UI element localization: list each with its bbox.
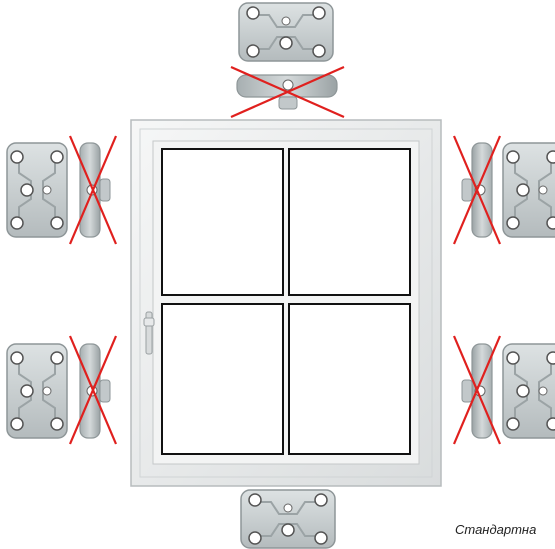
hinge-plate-icon-top <box>239 3 333 61</box>
glass-pane-top-right <box>289 149 410 295</box>
glass-pane-bottom-right <box>289 304 410 454</box>
hinge-plate-icon-left-upper <box>7 143 67 237</box>
hinge-plate-icon-bottom <box>241 490 335 548</box>
hinge-plate-icon-right-lower <box>503 344 555 438</box>
caption-text: Стандартна <box>455 522 536 537</box>
window-handle-icon <box>144 312 154 354</box>
hinge-plate-icon-left-lower <box>7 344 67 438</box>
hinge-plate-icon-right-upper <box>503 143 555 237</box>
glass-pane-top-left <box>162 149 283 295</box>
glass-pane-bottom-left <box>162 304 283 454</box>
hinge-profile-icon-left-upper <box>80 143 110 237</box>
